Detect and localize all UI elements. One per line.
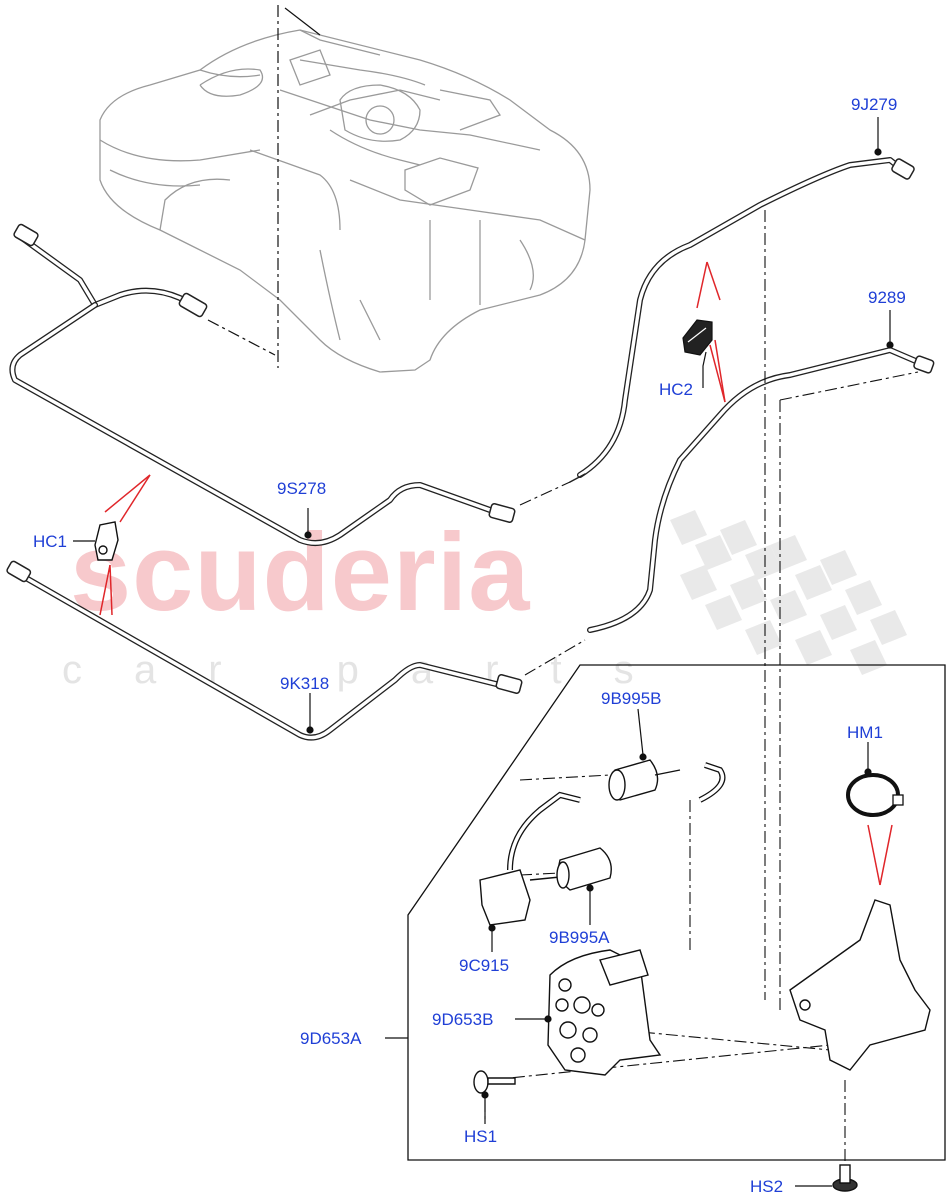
label-9j279[interactable]: 9J279 (851, 95, 898, 114)
valve-9b995a (556, 847, 612, 891)
bracket (789, 899, 931, 1071)
component-frame (407, 664, 946, 1161)
label-hc2[interactable]: HC2 (659, 380, 694, 399)
pipe-9289 (587, 347, 935, 633)
pipe-9k318 (6, 560, 523, 741)
label-hc1[interactable]: HC1 (33, 532, 68, 551)
connector-lines (484, 210, 919, 1170)
pump-9c915 (479, 762, 726, 926)
watermark-brand: scuderia (70, 511, 531, 634)
label-9k318[interactable]: 9K318 (280, 674, 330, 693)
label-hs1[interactable]: HS1 (464, 1127, 498, 1146)
bolt-hs2 (832, 1164, 858, 1192)
label-9c915[interactable]: 9C915 (459, 956, 510, 975)
band-hm1 (846, 773, 904, 817)
bolt-hs1 (473, 1070, 516, 1094)
canister-9d653 (547, 949, 662, 1076)
label-9b995a[interactable]: 9B995A (549, 928, 610, 947)
label-leaders (73, 117, 894, 1187)
label-9d653a[interactable]: 9D653A (300, 1029, 362, 1048)
pipe-9s278 (9, 223, 516, 547)
red-callouts (99, 261, 893, 886)
hc2-clip (682, 319, 713, 356)
label-9d653b[interactable]: 9D653B (432, 1010, 494, 1029)
checkered-flag-watermark (670, 510, 907, 675)
tank-separator (207, 5, 321, 368)
filter-9b995b (608, 759, 681, 801)
hc1-clip (94, 521, 119, 561)
label-9b995b[interactable]: 9B995B (601, 689, 662, 708)
label-hm1[interactable]: HM1 (847, 723, 883, 742)
fuel-tank (99, 29, 591, 373)
label-9s278[interactable]: 9S278 (277, 479, 327, 498)
label-9289[interactable]: 9289 (868, 288, 906, 307)
pipe-9j279 (569, 157, 915, 483)
label-hs2[interactable]: HS2 (750, 1177, 784, 1196)
